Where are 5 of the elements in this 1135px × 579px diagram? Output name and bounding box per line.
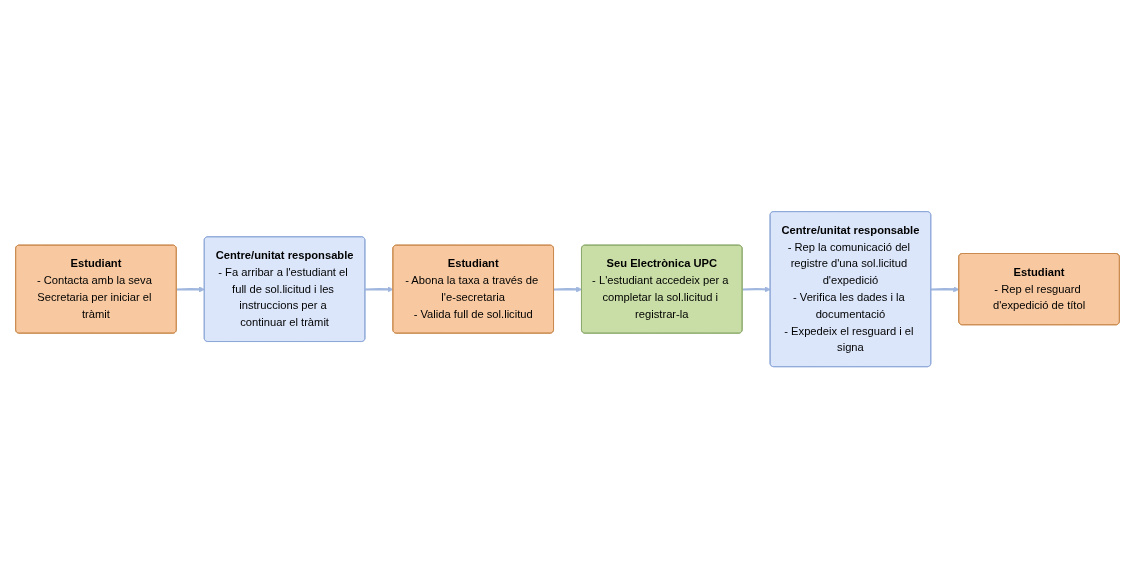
arrow — [553, 286, 583, 293]
arrow — [176, 286, 205, 293]
arrow — [931, 286, 960, 293]
arrow — [365, 286, 394, 293]
arrow — [742, 286, 771, 293]
